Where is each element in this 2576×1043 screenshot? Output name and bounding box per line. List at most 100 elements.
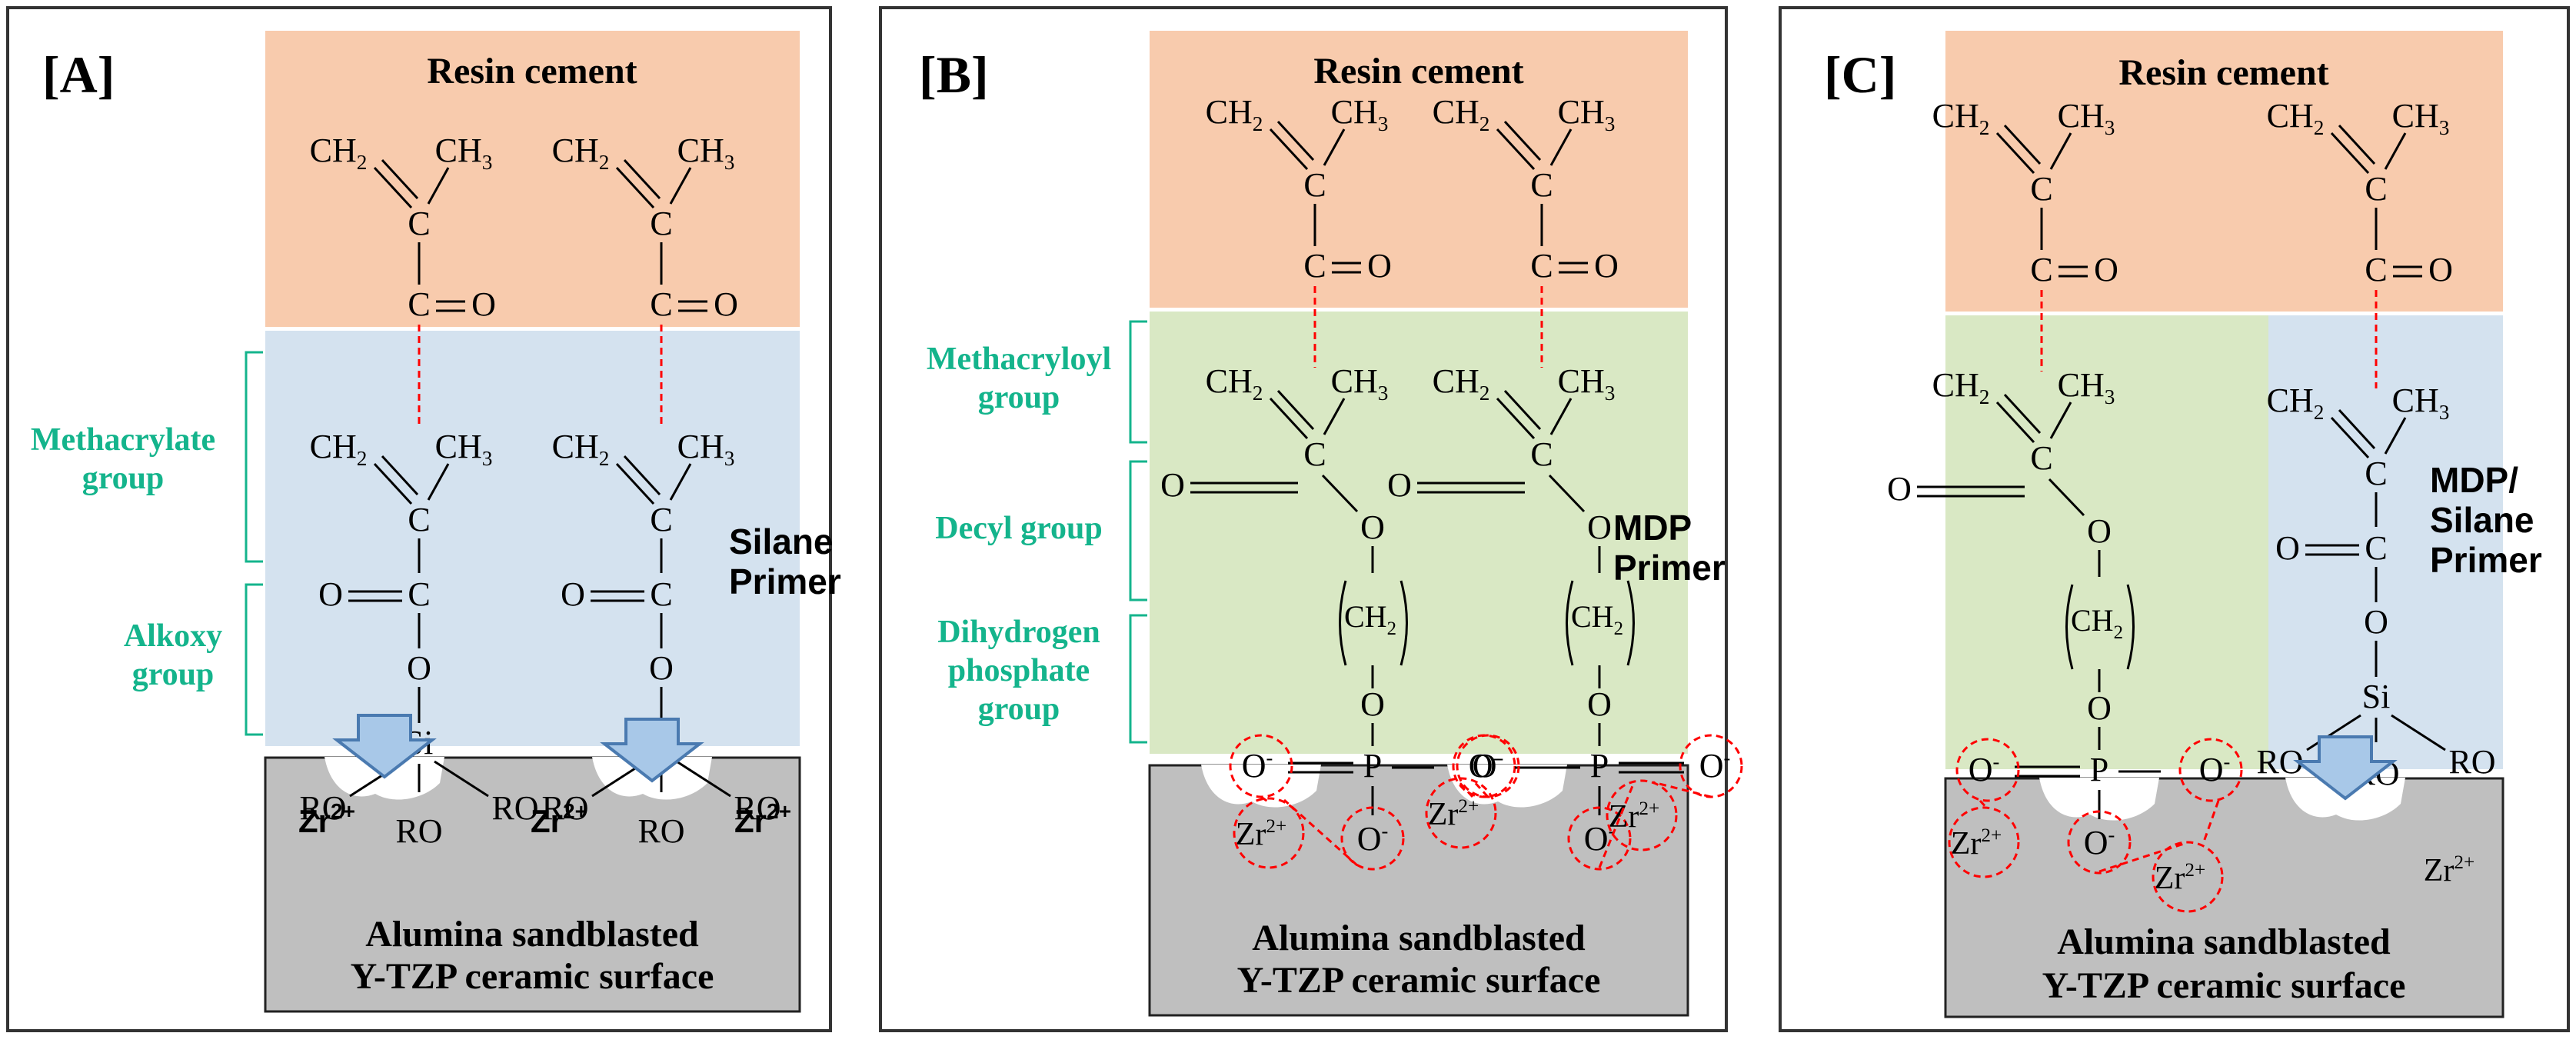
carbon-label: C xyxy=(650,575,672,613)
carbon-label: C xyxy=(2030,439,2052,477)
double-bond-line xyxy=(2338,124,2376,165)
panel-c-tag: [C] xyxy=(1824,45,1896,104)
bond-line xyxy=(2306,714,2361,751)
bond-line xyxy=(1323,398,1346,435)
phosphorus-label: P xyxy=(1363,747,1382,785)
double-bond-line xyxy=(373,166,413,209)
interaction-circle xyxy=(2067,810,2132,875)
oxygen-label: O xyxy=(471,285,496,323)
ch2-label: CH2 xyxy=(1344,599,1396,639)
double-bond-line xyxy=(1276,120,1315,162)
down-arrow-icon xyxy=(332,714,437,779)
silicon-label: Si xyxy=(2362,678,2391,715)
ch2-label: CH2 xyxy=(1932,366,1990,408)
bond-line xyxy=(669,167,692,205)
panel-b-methacryloyl-label-2: group xyxy=(978,380,1060,415)
carbon-label: C xyxy=(1530,247,1553,285)
oxygen-label: O xyxy=(2094,251,2118,288)
zr-ion-label: Zr2+ xyxy=(1609,798,1659,835)
ch3-label: CH3 xyxy=(677,132,735,174)
oxygen-label: O xyxy=(1587,508,1612,546)
oxygen-label: O xyxy=(1387,466,1412,504)
carbon-label: C xyxy=(408,575,430,613)
double-bond-line xyxy=(615,166,655,209)
ch3-label: CH3 xyxy=(1331,93,1389,135)
oxygen-label: O xyxy=(561,575,585,613)
ch3-label: CH3 xyxy=(435,428,493,470)
panel-a-methacrylate-label-2: group xyxy=(82,461,165,496)
ch3-label: CH3 xyxy=(1331,362,1389,405)
phosphorus-label: P xyxy=(1590,747,1609,785)
panel-c-mdp-region xyxy=(1945,315,2268,769)
panel-b-phosphate-label-3: group xyxy=(978,691,1060,727)
panel-c-primer-label-3: Primer xyxy=(2430,540,2542,580)
carbon-label: C xyxy=(1303,166,1326,204)
panel-b-decyl-bracket xyxy=(1129,460,1147,601)
oxygen-label: O xyxy=(2087,512,2112,550)
double-bond-line xyxy=(1269,128,1309,171)
svg-text:Zr2+: Zr2+ xyxy=(734,799,791,839)
carbon-label: C xyxy=(650,285,672,323)
ch3-label: CH3 xyxy=(2058,97,2115,139)
panel-b-tag: [B] xyxy=(919,45,989,104)
panel-b-primer-label-1: MDP xyxy=(1613,508,1692,548)
oxygen-label: O xyxy=(2428,251,2453,288)
ch3-label: CH3 xyxy=(2392,97,2450,139)
bond-interaction-line xyxy=(1652,781,1712,798)
o-minus-label: O- xyxy=(2084,823,2115,861)
panel-b-methacryloyl-bracket xyxy=(1129,320,1147,444)
ch2-label: CH2 xyxy=(2071,603,2123,643)
panel-c-resin-region xyxy=(1945,31,2503,312)
bond-line xyxy=(676,760,731,798)
interaction-circle xyxy=(1606,779,1678,851)
bond-line xyxy=(2384,417,2407,455)
panel-a-zr-ion: Zr2+ xyxy=(734,799,791,839)
panel-b-surface-label-1: Alumina sandblasted xyxy=(1252,918,1586,958)
oxygen-label: O xyxy=(1587,685,1612,723)
double-bond-line xyxy=(623,158,661,200)
carbon-label: C xyxy=(650,205,672,242)
ro-label: RO xyxy=(637,812,684,850)
panel-b-phosphate-label-2: phosphate xyxy=(948,653,1090,688)
ch3-label: CH3 xyxy=(435,132,493,174)
double-bond-line xyxy=(381,455,419,496)
oxygen-label: O xyxy=(1360,508,1385,546)
ch2-label: CH2 xyxy=(1433,93,1490,135)
double-bond-line xyxy=(1269,397,1309,440)
double-bond-line xyxy=(1995,132,2035,175)
ch2-label: CH2 xyxy=(310,132,368,174)
oxygen-label: O xyxy=(1367,247,1392,285)
svg-text:Zr2+: Zr2+ xyxy=(531,799,587,839)
carbon-label: C xyxy=(408,205,430,242)
ch2-label: CH2 xyxy=(552,132,610,174)
double-bond-line xyxy=(2003,393,2042,435)
panel-c-ceramic-region xyxy=(1944,777,2504,1018)
o-minus-label: O- xyxy=(1242,746,1273,785)
bond-interaction-line xyxy=(2202,800,2220,845)
ch2-label: CH2 xyxy=(1206,93,1263,135)
ch3-label: CH3 xyxy=(1558,362,1616,405)
carbon-label: C xyxy=(650,501,672,538)
double-bond-line xyxy=(1995,401,2035,444)
phosphorus-label: P xyxy=(2090,751,2108,788)
molecule-layer: CH2CH3CCOCH2CH3CCOOSiROROROCH2CH3CCOCH2C… xyxy=(299,93,2496,913)
panel-a-resin-label: Resin cement xyxy=(427,51,637,92)
carbon-label: C xyxy=(2030,170,2052,208)
carbon-label: C xyxy=(1530,166,1553,204)
interaction-circle xyxy=(1567,806,1632,871)
double-bond-line xyxy=(1496,397,1536,440)
o-minus-label: O- xyxy=(1469,746,1500,785)
oxygen-label: O xyxy=(1887,470,1912,508)
ro-label: RO xyxy=(2256,743,2303,781)
ch2-label: CH2 xyxy=(1433,362,1490,405)
bond-interaction-line xyxy=(2098,842,2185,873)
double-bond-line xyxy=(1503,389,1542,431)
panel-b-decyl-label: Decyl group xyxy=(935,511,1102,546)
bracket-line xyxy=(2065,584,2074,670)
o-minus-label: O- xyxy=(1699,746,1731,785)
down-arrow-icon xyxy=(600,718,704,783)
bond-line xyxy=(1549,398,1573,435)
carbon-label: C xyxy=(2030,251,2052,288)
panel-a-ceramic-region xyxy=(264,756,801,1013)
